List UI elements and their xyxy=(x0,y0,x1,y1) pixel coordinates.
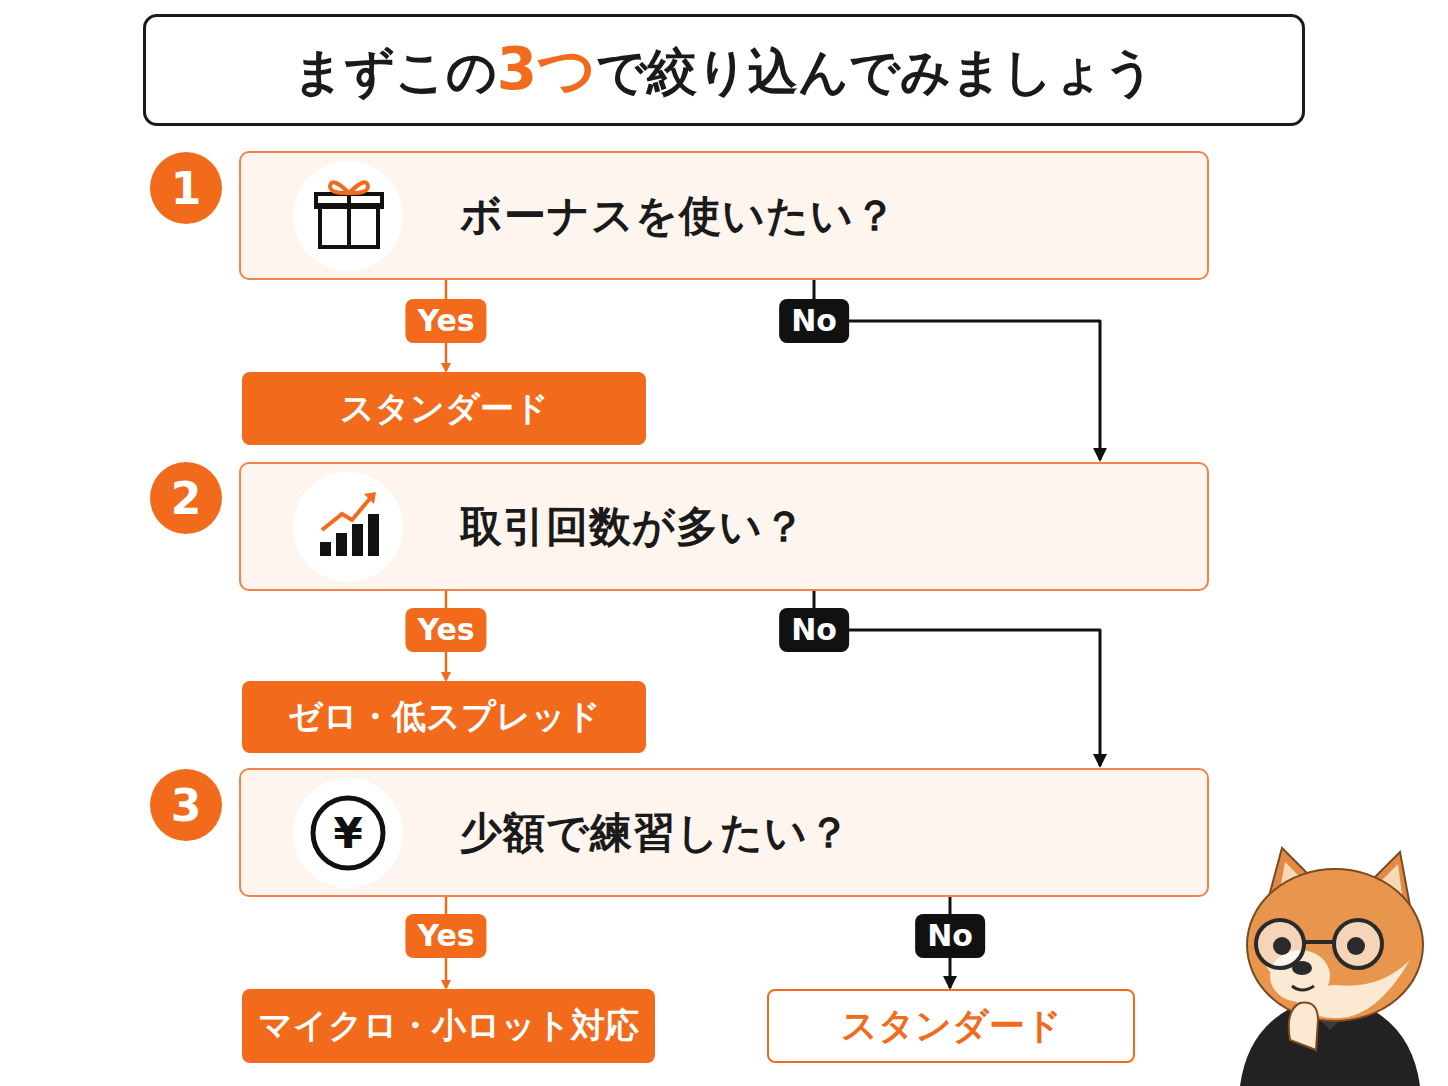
result-outline-box: スタンダード xyxy=(767,989,1135,1063)
result-box: ゼロ・低スプレッド xyxy=(242,681,646,753)
edge-label: No xyxy=(779,608,849,652)
node-text: スタンダード xyxy=(340,386,549,432)
callout-number: 3 xyxy=(150,769,222,841)
node-text: スタンダード xyxy=(841,1002,1062,1051)
callout-number: 2 xyxy=(150,462,222,534)
yen-symbol: ¥ xyxy=(313,798,383,868)
edge-label: Yes xyxy=(405,608,486,652)
edge-label: Yes xyxy=(405,299,486,343)
edge-label: No xyxy=(779,299,849,343)
result-box: マイクロ・小ロット対応 xyxy=(242,989,655,1063)
node-text: ボーナスを使いたい？ xyxy=(460,188,897,244)
title-text: まずこの3つで絞り込んでみましょう xyxy=(293,31,1155,109)
connector xyxy=(814,591,1100,766)
title-box: まずこの3つで絞り込んでみましょう xyxy=(143,14,1305,126)
edge-label: Yes xyxy=(405,914,486,958)
node-text: マイクロ・小ロット対応 xyxy=(258,1004,639,1049)
connector xyxy=(814,280,1100,460)
callout-number: 1 xyxy=(150,152,222,224)
question-box: 少額で練習したい？ xyxy=(239,768,1209,897)
question-box: 取引回数が多い？ xyxy=(239,462,1209,591)
result-box: スタンダード xyxy=(242,372,646,445)
question-box: ボーナスを使いたい？ xyxy=(239,151,1209,280)
edge-label: No xyxy=(915,914,985,958)
shiba-dog xyxy=(1240,848,1423,1086)
node-text: 取引回数が多い？ xyxy=(460,499,806,555)
node-text: 少額で練習したい？ xyxy=(460,805,851,861)
node-text: ゼロ・低スプレッド xyxy=(288,694,601,740)
